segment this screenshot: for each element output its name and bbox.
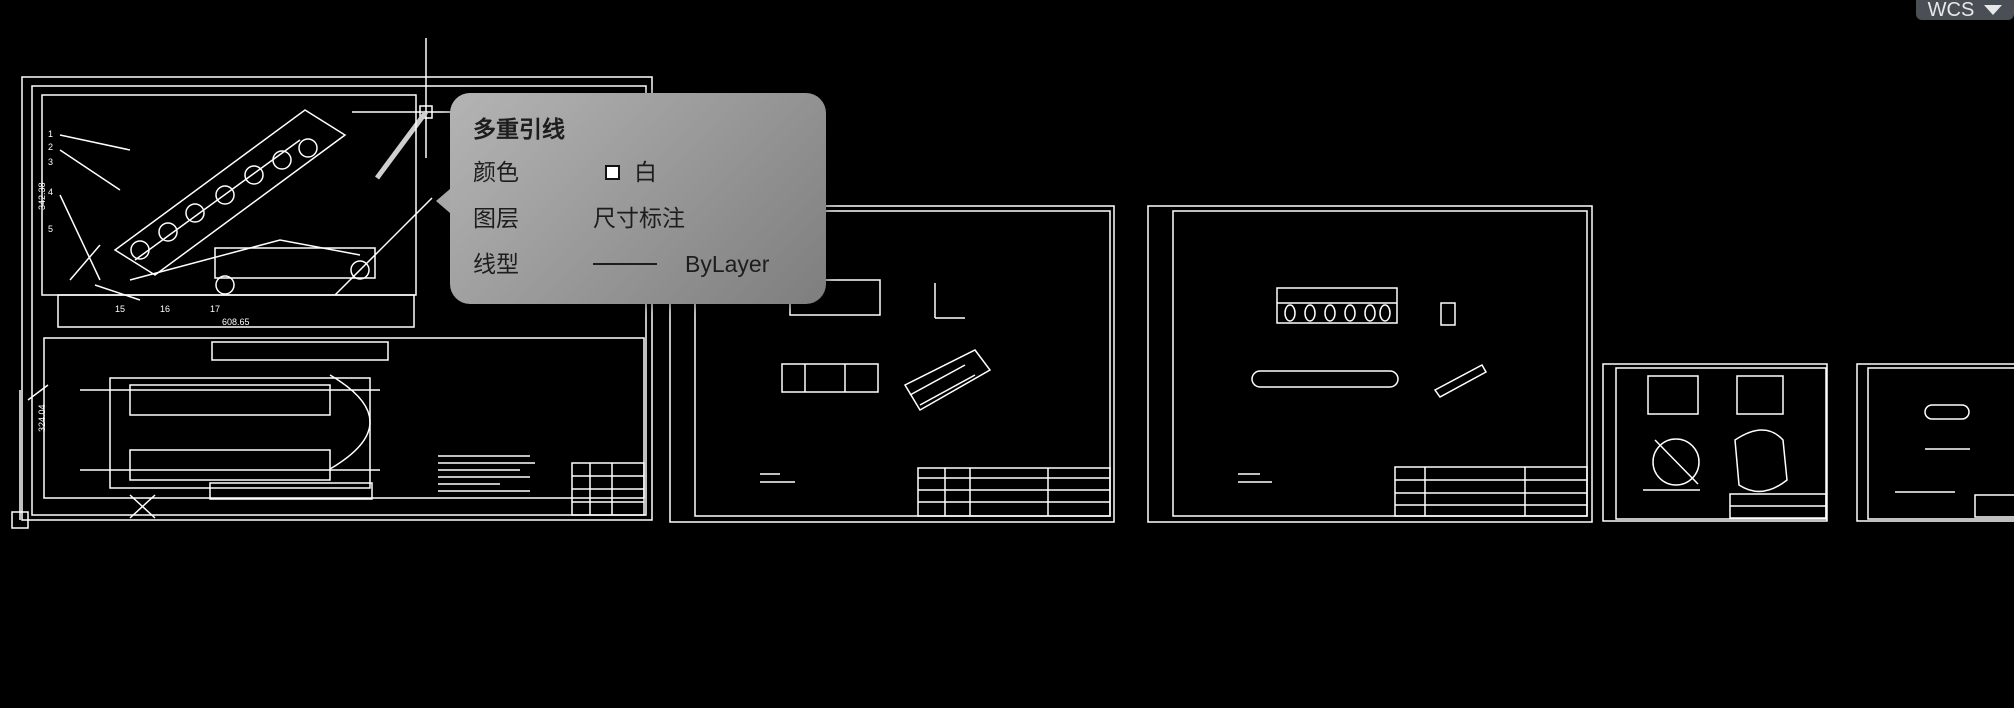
- ucs-axis-diagonal: [27, 384, 49, 401]
- linetype-sample-icon: [593, 263, 657, 265]
- drawing-sheet-2[interactable]: [669, 205, 1115, 523]
- dim-label-vertical-1: 342.38: [37, 182, 47, 210]
- drawing-sheet-3[interactable]: [1147, 205, 1593, 523]
- multileader-quick-properties-tooltip: 多重引线 颜色 白 图层 尺寸标注 线型 ByLayer: [436, 93, 826, 304]
- drawing-sheet-1[interactable]: [21, 76, 653, 521]
- tooltip-title: 多重引线: [473, 116, 565, 142]
- drawing-sheet-4[interactable]: [1602, 363, 1828, 522]
- tooltip-value-layer: 尺寸标注: [593, 205, 685, 231]
- tooltip-label-linetype: 线型: [473, 251, 519, 277]
- tooltip-label-color: 颜色: [473, 159, 519, 185]
- chevron-down-icon: [1984, 5, 2003, 15]
- multileader-line: [334, 197, 433, 296]
- leader-highlight: [374, 110, 429, 180]
- wcs-ucs-button[interactable]: WCS: [1916, 0, 2014, 20]
- dim-label-horizontal: 608.65: [222, 317, 250, 327]
- balloon-label: 5: [48, 224, 53, 234]
- color-swatch-icon: [605, 164, 620, 180]
- balloon-label: 15: [115, 304, 125, 314]
- tooltip-row-linetype: 线型 ByLayer: [473, 249, 769, 279]
- tooltip-label-layer: 图层: [473, 205, 519, 231]
- crosshair-pickbox: [419, 105, 433, 119]
- tooltip-row-layer: 图层 尺寸标注: [473, 203, 685, 233]
- balloon-label: 17: [210, 304, 220, 314]
- tooltip-value-linetype: ByLayer: [685, 251, 770, 277]
- tooltip-row-color: 颜色 白: [473, 157, 657, 187]
- drawing-sheet-5[interactable]: [1856, 363, 2014, 522]
- balloon-label: 1: [48, 129, 53, 139]
- dim-label-vertical-2: 324.04: [37, 404, 47, 432]
- balloon-label: 3: [48, 157, 53, 167]
- balloon-label: 2: [48, 142, 53, 152]
- balloon-label: 4: [48, 187, 53, 197]
- tooltip-value-color: 白: [634, 159, 657, 185]
- balloon-label: 16: [160, 304, 170, 314]
- wcs-label: WCS: [1927, 0, 1975, 21]
